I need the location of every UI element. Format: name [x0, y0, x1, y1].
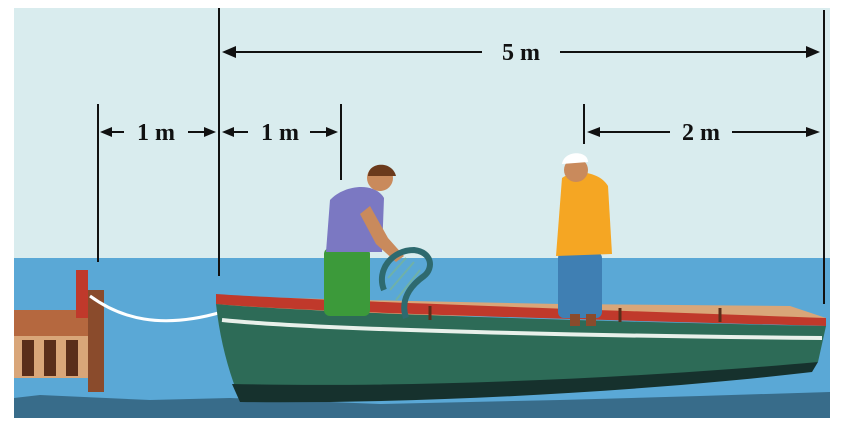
boat-keel: [232, 362, 818, 403]
fisherman-shirt: [326, 186, 384, 252]
dimension-dock-gap: 1 m: [100, 120, 216, 146]
dimension-total: 5 m: [222, 40, 820, 66]
boat-stripe: [221, 318, 823, 340]
dock: [14, 270, 104, 392]
dock-post: [88, 290, 104, 392]
standing-man-legs: [558, 252, 602, 318]
dimension-standing-offset: 2 m: [587, 120, 820, 146]
extension-lines: [97, 8, 825, 304]
standing-man-yellow-jacket: [556, 153, 612, 326]
standing-man-cap: [562, 153, 588, 164]
standing-man-head: [564, 158, 588, 182]
dimension-dock-gap-label: 1 m: [137, 120, 175, 146]
dimension-standing-offset-label: 2 m: [682, 120, 720, 146]
fisherman-legs: [324, 248, 370, 316]
sky-background: [14, 8, 830, 260]
fishing-net: [379, 246, 433, 319]
fisherman-hair: [368, 164, 396, 176]
fisherman-arm: [360, 206, 404, 262]
mooring-rope: [89, 294, 223, 323]
water-shadow: [14, 392, 830, 418]
standing-man-jacket: [556, 172, 612, 256]
fisherman-with-net: [324, 164, 433, 319]
dimension-fisherman-offset-label: 1 m: [261, 120, 299, 146]
dimension-fisherman-offset: 1 m: [222, 120, 338, 146]
dimension-total-label: 5 m: [502, 40, 540, 66]
dock-post-red: [76, 270, 88, 318]
